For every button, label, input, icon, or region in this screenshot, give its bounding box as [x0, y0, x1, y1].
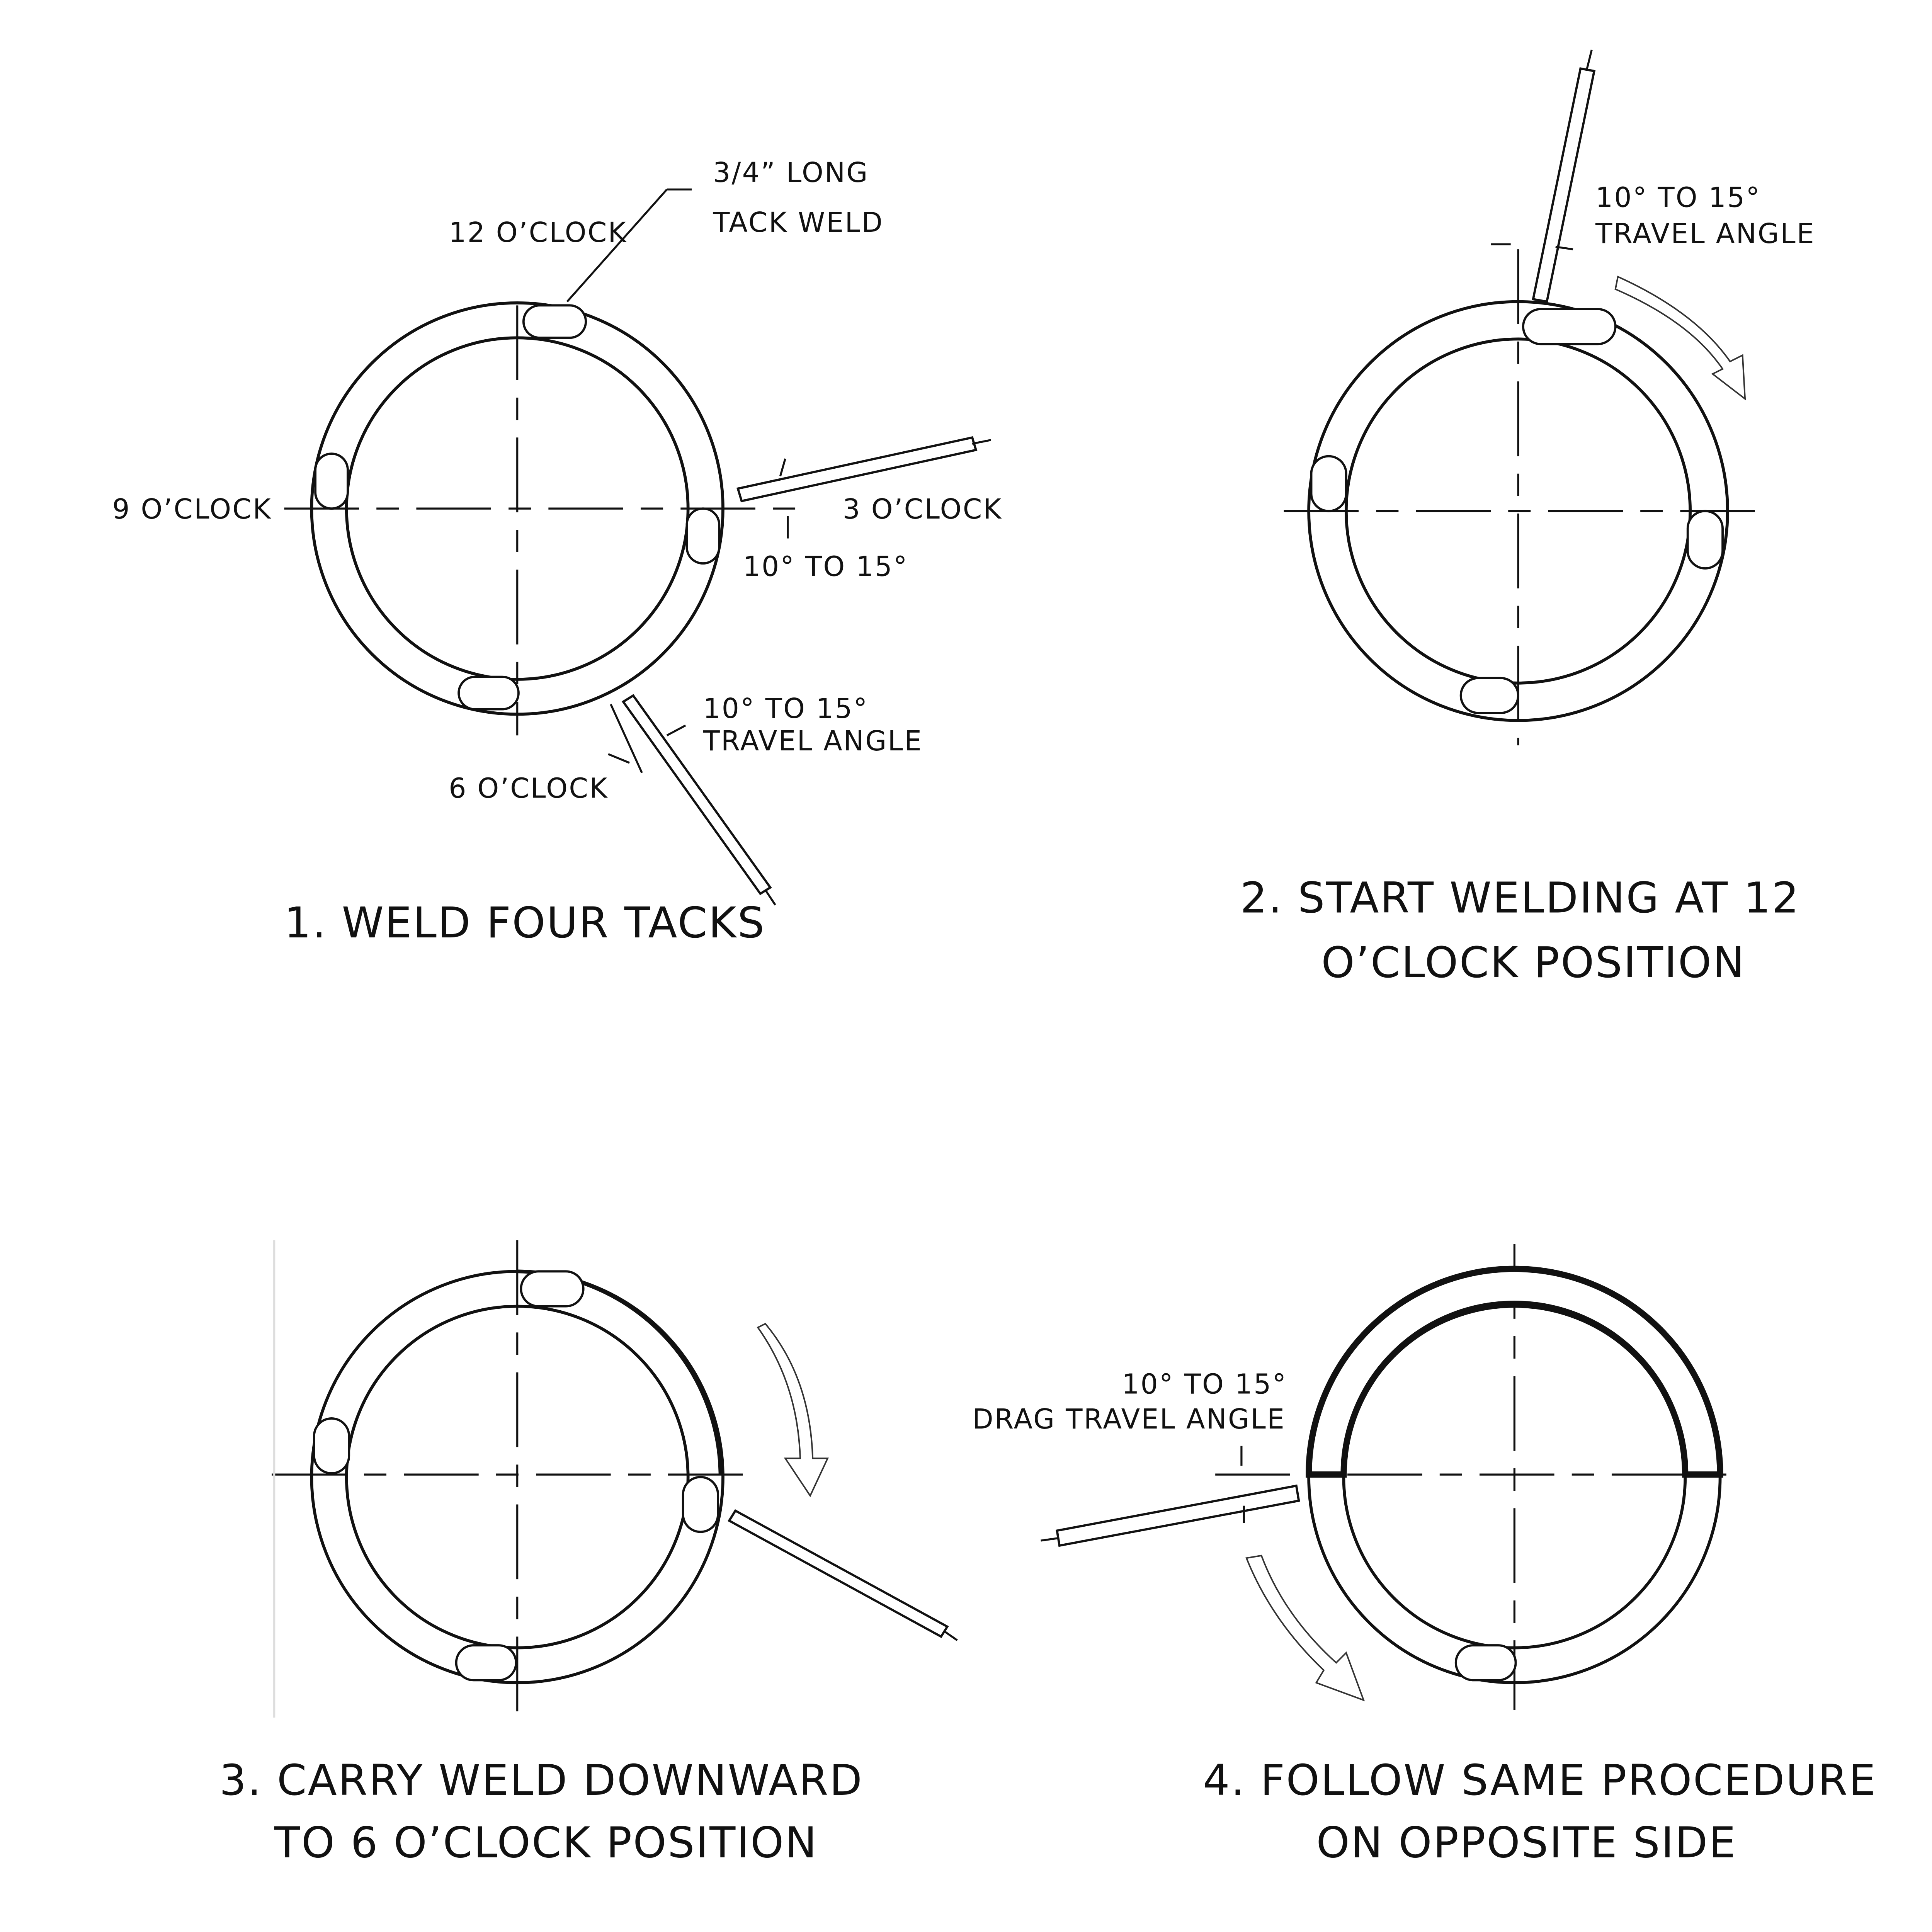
panel-4: 10° TO 15° DRAG TRAVEL ANGLE 4. FOLLOW S…	[972, 1244, 1877, 1867]
clock-3-label: 3 O’CLOCK	[843, 493, 1003, 525]
tack-9	[313, 1417, 350, 1475]
angle-label: 10° TO 15°	[703, 692, 868, 724]
electrode-rod	[736, 436, 978, 503]
tack-3	[685, 507, 721, 565]
electrode-rod	[621, 694, 772, 895]
electrode-rod	[1532, 67, 1596, 303]
step-2-caption-line-1: 2. START WELDING AT 12	[1240, 873, 1800, 922]
tack-6	[455, 1644, 517, 1682]
direction-arrow	[1245, 1554, 1365, 1702]
tack-9	[314, 452, 349, 510]
angle-label: 10° TO 15°	[1122, 1368, 1287, 1400]
tack-6	[1454, 1644, 1517, 1682]
electrode-rod	[728, 1509, 949, 1638]
tack-6	[1459, 677, 1519, 714]
step-2-caption-line-2: O’CLOCK POSITION	[1321, 938, 1745, 987]
tack-weld-label-2: TACK WELD	[713, 206, 884, 238]
panel-1: 3/4” LONG TACK WELD 12 O’CLOCK 9 O’CLOCK…	[112, 156, 1003, 947]
tack-3	[682, 1476, 719, 1533]
clock-6-label: 6 O’CLOCK	[449, 772, 609, 804]
tack-9	[1310, 455, 1347, 512]
step-1-caption: 1. WELD FOUR TACKS	[284, 898, 765, 947]
travel-angle-label: TRAVEL ANGLE	[702, 725, 923, 757]
step-3-caption-line-1: 3. CARRY WELD DOWNWARD	[219, 1755, 864, 1805]
drag-travel-angle-label: DRAG TRAVEL ANGLE	[972, 1403, 1286, 1435]
tack-12	[522, 304, 587, 339]
completed-weld	[1306, 1265, 1723, 1478]
direction-arrow	[1614, 276, 1746, 401]
panel-2: 10° TO 15° TRAVEL ANGLE 2. START WELDING…	[1240, 49, 1815, 987]
step-4-caption-line-2: ON OPPOSITE SIDE	[1316, 1818, 1736, 1867]
clock-9-label: 9 O’CLOCK	[112, 493, 272, 525]
step-4-caption-line-1: 4. FOLLOW SAME PROCEDURE	[1203, 1755, 1877, 1805]
tack-3	[1686, 510, 1724, 570]
direction-arrow	[757, 1323, 829, 1497]
panel-3: 3. CARRY WELD DOWNWARD TO 6 O’CLOCK POSI…	[219, 1240, 958, 1867]
step-3-caption-line-2: TO 6 O’CLOCK POSITION	[274, 1818, 818, 1867]
electrode-rod	[1056, 1484, 1300, 1547]
tack-12	[1522, 308, 1617, 345]
tack-6	[457, 675, 520, 711]
angle-label: 10° TO 15°	[1595, 181, 1761, 213]
angle-label: 10° TO 15°	[743, 550, 908, 582]
clock-12-label: 12 O’CLOCK	[449, 216, 627, 248]
travel-angle-label: TRAVEL ANGLE	[1595, 218, 1815, 250]
tack-weld-label-1: 3/4” LONG	[713, 156, 869, 189]
tack-12	[520, 1270, 585, 1308]
